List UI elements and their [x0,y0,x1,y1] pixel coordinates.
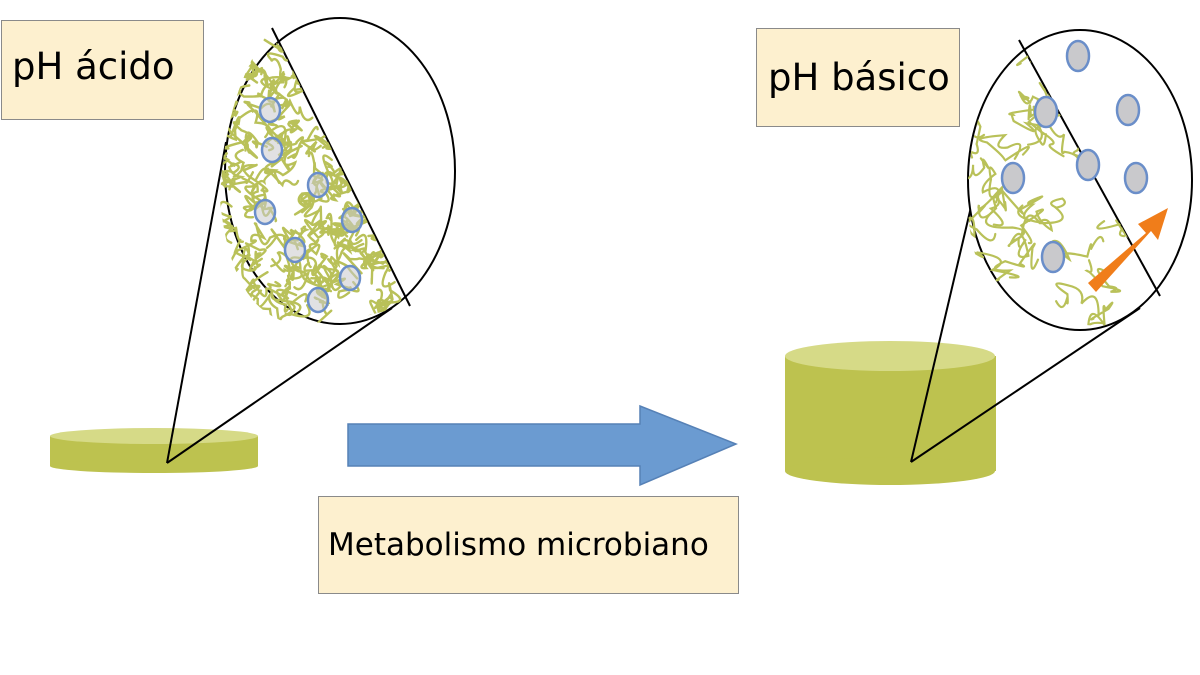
fiber-strand [221,160,243,184]
fiber-strand [273,144,303,184]
fiber-strand [1087,301,1114,326]
fiber-strand [229,116,253,150]
particle [1065,39,1091,73]
fiber-strand [304,218,328,243]
fiber-strand [220,267,239,287]
fiber-strand [981,166,1007,212]
fiber-strand [284,270,303,288]
fiber-strand [270,57,294,82]
particle [340,206,364,234]
fiber-strand [967,157,990,180]
acidic-disc [50,428,258,473]
basic-cylinder [785,341,996,485]
particle [1075,148,1101,182]
basic-cylinder-bottom [785,457,995,485]
fiber-strand [244,292,283,322]
fiber-strand [329,240,355,273]
fiber-strand [242,163,269,193]
fiber-strand [330,176,347,191]
acidic-disc-top [50,428,258,444]
fiber-strand [270,92,289,110]
fiber-strand [255,167,300,188]
particle [1040,240,1066,274]
particle [253,198,277,226]
particle [306,171,330,199]
fiber-strand [293,191,322,218]
acidic-zoom-lines [166,141,393,464]
fiber-strand [977,192,1007,227]
fiber-strand [978,133,1030,162]
fiber-strand [228,171,255,191]
basic-zoom-lines [910,189,1141,463]
fiber-strand [270,288,298,313]
label-microbial-metabolism: Metabolismo microbiano [318,496,739,594]
acidic-zoom-circle [220,17,456,325]
label-basic-ph: pH básico [756,28,960,127]
fiber-strand [259,81,285,98]
label-basic-ph-text: pH básico [768,56,950,99]
fiber-strand [232,148,245,178]
fiber-strand [233,222,268,255]
fiber-strand [312,252,329,273]
acidic-cross-section-line [271,27,411,307]
fiber-strand [226,308,245,320]
fiber-strand [306,238,321,269]
label-acidic-ph-text: pH ácido [12,44,175,88]
particle [283,236,307,264]
particle [306,286,330,314]
fiber-strand [246,102,291,128]
fiber-strand [311,264,325,286]
fiber-strand [254,293,308,323]
fiber-strand [325,212,349,238]
fiber-strand [1017,81,1048,105]
fiber-strand [244,131,268,149]
fiber-strand [293,271,333,291]
fiber-strand [1017,204,1054,245]
fiber-strand [967,204,997,242]
particle [1123,161,1149,195]
fiber-strand [220,200,233,225]
acidic-trapped-particles [253,96,364,314]
fiber-strand [244,255,263,271]
particle [260,136,284,164]
fiber-strand [244,193,267,219]
basic-released-particles [1000,39,1149,274]
label-microbial-metabolism-text: Metabolismo microbiano [328,527,709,563]
basic-cylinder-side [785,356,996,471]
particle [1000,161,1026,195]
fiber-strand [984,209,1030,258]
fiber-strand [249,278,282,298]
particle [338,264,362,292]
fiber-strand [287,119,303,132]
fiber-strand [1008,108,1043,146]
fiber-strand [1084,259,1122,293]
fiber-strand [1034,125,1081,170]
basic-zoom-circle [967,29,1193,331]
acidic-disc-bottom [50,459,258,473]
fiber-strand [378,293,394,307]
fiber-strand [250,250,262,272]
fiber-strand [281,136,305,160]
fiber-strand [355,233,380,263]
particle [1033,95,1059,129]
fiber-strand [342,252,374,285]
release-arrow-icon [1088,208,1168,292]
particle [1115,93,1141,127]
fiber-strand [277,98,314,122]
label-acidic-ph: pH ácido [1,20,204,120]
particle [258,96,282,124]
fiber-strand [395,308,408,323]
basic-cylinder-top [785,341,995,371]
fiber-strand [245,66,278,95]
fiber-strand [967,239,1020,279]
fiber-strand [330,232,353,250]
fiber-strand [281,226,304,243]
fiber-strand [1055,282,1100,317]
process-arrow [347,404,738,487]
fiber-strand [254,222,287,250]
